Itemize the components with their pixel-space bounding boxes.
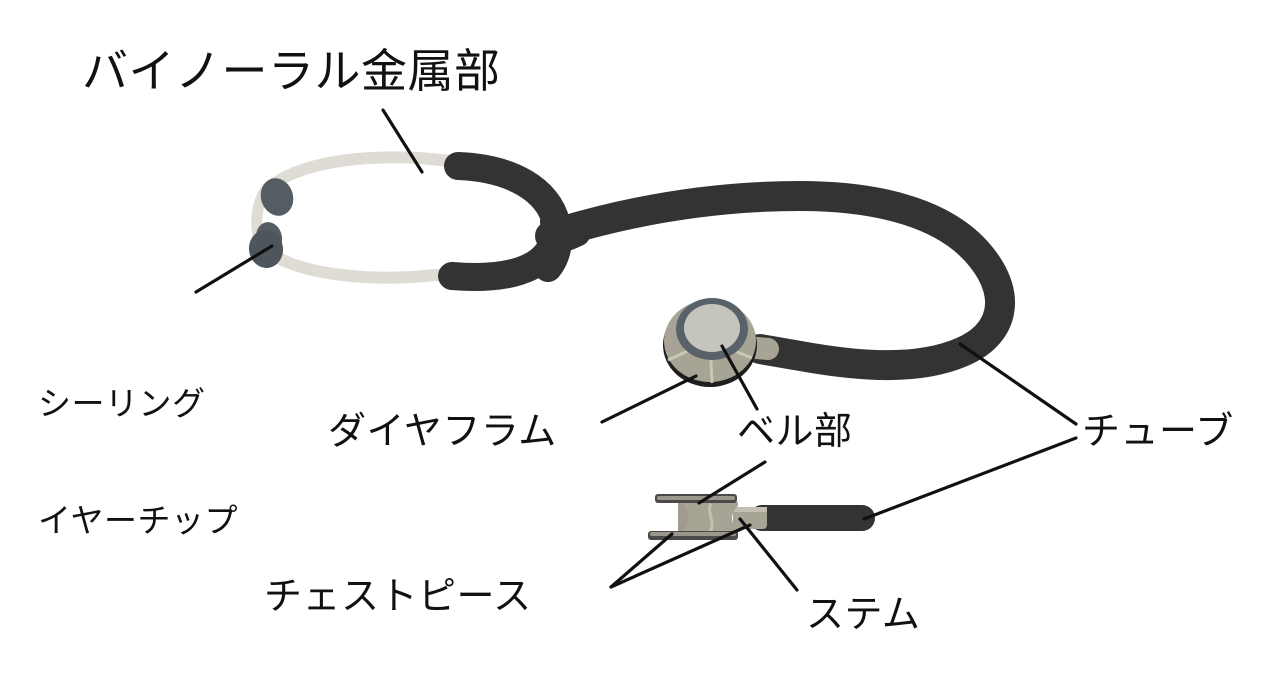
tube-leader-line-lower: [862, 436, 1078, 521]
label-sealing-ear-tip: シーリング イヤーチップ: [38, 307, 238, 619]
label-sealing-ear-tip-line2: イヤーチップ: [38, 500, 239, 540]
label-diaphragm: ダイヤフラム: [328, 409, 557, 453]
chestpiece-side-view-shape: [648, 494, 875, 540]
binaural-leader-line: [381, 108, 424, 174]
label-chestpiece: チェストピース: [264, 574, 532, 618]
label-bell: ベル部: [737, 409, 853, 453]
bell-leader-line-top: [720, 344, 759, 411]
label-tube: チューブ: [1082, 409, 1234, 453]
binaural-metal-shape: [251, 151, 476, 284]
bell-leader-line-bottom: [697, 460, 767, 505]
label-binaural-metal: バイノーラル金属部: [82, 44, 501, 98]
tube-shape: [545, 180, 1015, 381]
sealing-ear-tip-shape: [248, 178, 294, 268]
chestpiece-leader-line-left: [609, 532, 674, 589]
binaural-y-shape: [438, 152, 591, 291]
leader-lines: [194, 108, 1078, 592]
stem-leader-line: [738, 517, 799, 592]
chestpiece-top-view-shape: [663, 298, 779, 387]
chestpiece-leader-line-right: [609, 523, 752, 589]
eartip-leader-line: [194, 244, 274, 294]
tube-leader-line-upper: [958, 342, 1078, 426]
diaphragm-leader-line: [600, 374, 698, 424]
label-sealing-ear-tip-line1: シーリング: [38, 383, 206, 423]
label-stem: ステム: [806, 592, 921, 636]
